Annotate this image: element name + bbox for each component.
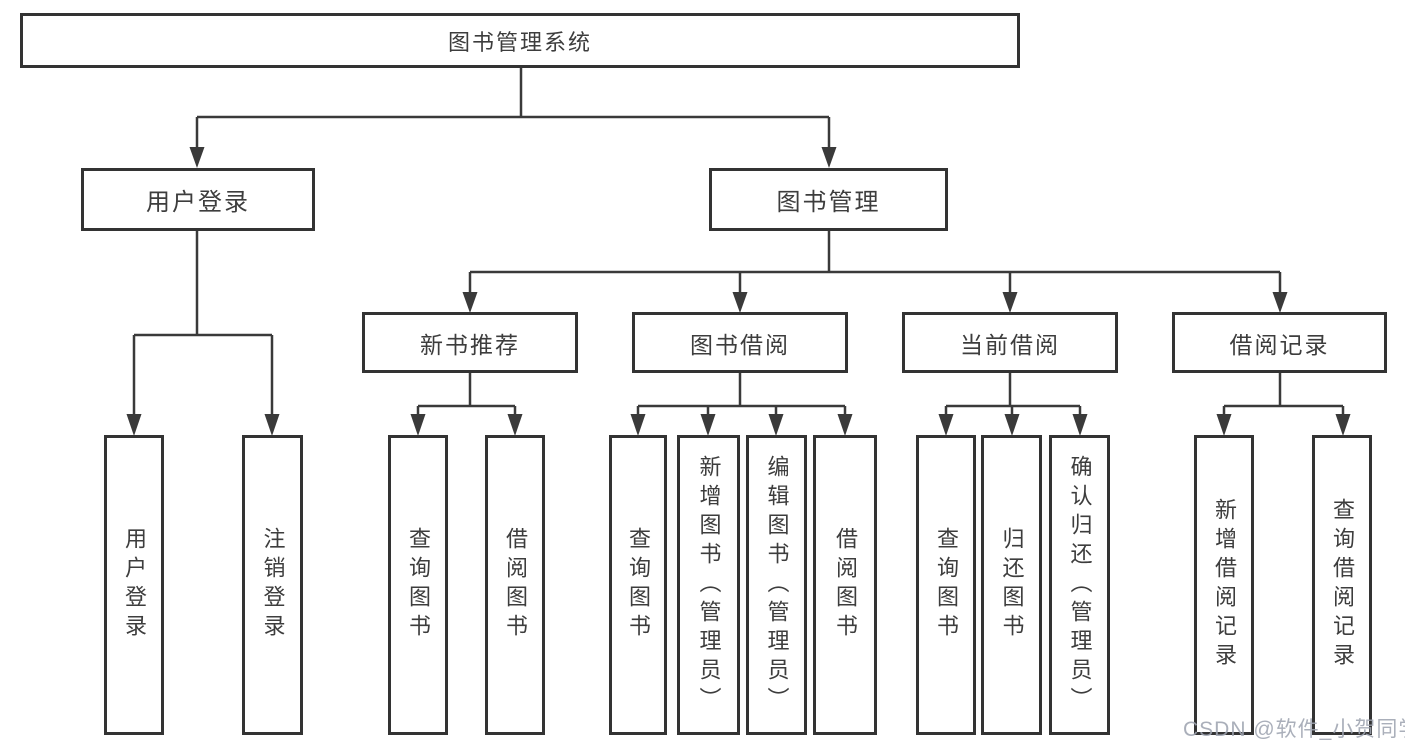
node-current-borrow-label: 当前借阅 <box>960 331 1060 358</box>
leaf-add-borrow-record-label: 新增借阅记录 <box>1212 498 1237 672</box>
node-book-management: 图书管理 <box>709 168 948 231</box>
arrowhead <box>1072 414 1088 436</box>
connector-borrow-record-children <box>1222 373 1345 417</box>
arrowheads <box>126 147 1351 436</box>
leaf-user-login-label: 用户登录 <box>122 527 147 643</box>
leaf-borrow-query-books: 查询图书 <box>609 435 667 735</box>
arrowhead <box>410 414 426 436</box>
arrowhead <box>1335 414 1351 436</box>
leaf-logout-label: 注销登录 <box>260 527 286 643</box>
arrowhead <box>630 414 646 436</box>
node-borrow-records-label: 借阅记录 <box>1229 331 1330 358</box>
arrowhead <box>732 292 748 313</box>
node-user-login-label: 用户登录 <box>146 189 250 216</box>
connector-root-to-level2 <box>195 68 831 150</box>
leaf-current-query-books: 查询图书 <box>916 435 976 735</box>
leaf-user-login: 用户登录 <box>104 435 164 735</box>
node-new-book-recommend: 新书推荐 <box>362 312 578 373</box>
node-book-borrow-label: 图书借阅 <box>690 331 790 358</box>
leaf-query-borrow-record-label: 查询借阅记录 <box>1330 498 1355 672</box>
leaf-add-books-admin: 新增图书（管理员） <box>677 435 740 735</box>
arrowhead <box>462 292 478 313</box>
leaf-return-books: 归还图书 <box>981 435 1042 735</box>
connector-new-book-rec-children <box>416 373 517 417</box>
connector-user-login-children <box>132 231 274 416</box>
leaf-recommend-borrow-books-label: 借阅图书 <box>503 527 528 643</box>
arrowhead <box>700 414 716 436</box>
leaf-logout: 注销登录 <box>242 435 303 735</box>
node-root: 图书管理系统 <box>20 13 1020 68</box>
leaf-add-borrow-record: 新增借阅记录 <box>1194 435 1254 735</box>
leaf-edit-books-admin: 编辑图书（管理员） <box>746 435 807 735</box>
arrowhead <box>938 414 954 436</box>
node-root-label: 图书管理系统 <box>447 29 592 55</box>
connector-book-borrow-children <box>636 373 847 417</box>
node-book-management-label: 图书管理 <box>776 189 881 216</box>
csdn-watermark: CSDN @软件_小贺同学 <box>1183 718 1405 741</box>
leaf-borrow-books: 借阅图书 <box>813 435 877 735</box>
node-book-borrow: 图书借阅 <box>632 312 848 373</box>
leaf-borrow-query-books-label: 查询图书 <box>626 527 651 643</box>
leaf-add-books-admin-label: 新增图书（管理员） <box>696 454 722 716</box>
arrowhead <box>126 414 142 436</box>
node-new-book-recommend-label: 新书推荐 <box>420 331 520 358</box>
arrowhead <box>1002 292 1018 313</box>
leaf-recommend-query-books-label: 查询图书 <box>406 527 431 643</box>
node-current-borrow: 当前借阅 <box>902 312 1118 373</box>
arrowhead <box>507 414 523 436</box>
leaf-borrow-books-label: 借阅图书 <box>833 527 858 643</box>
arrowhead <box>1272 292 1288 313</box>
leaf-query-borrow-record: 查询借阅记录 <box>1312 435 1372 735</box>
leaf-confirm-return-admin-label: 确认归还（管理员） <box>1067 454 1093 716</box>
arrowhead <box>264 414 280 436</box>
arrowhead <box>1216 414 1232 436</box>
leaf-recommend-query-books: 查询图书 <box>388 435 448 735</box>
node-user-login: 用户登录 <box>81 168 315 231</box>
node-borrow-records: 借阅记录 <box>1172 312 1387 373</box>
arrowhead <box>189 147 205 168</box>
leaf-edit-books-admin-label: 编辑图书（管理员） <box>764 454 790 716</box>
arrowhead <box>821 147 837 168</box>
leaf-recommend-borrow-books: 借阅图书 <box>485 435 545 735</box>
leaf-confirm-return-admin: 确认归还（管理员） <box>1049 435 1110 735</box>
connector-book-mgmt-to-level3 <box>468 231 1282 295</box>
leaf-current-query-books-label: 查询图书 <box>934 527 959 643</box>
arrowhead <box>1004 414 1020 436</box>
arrowhead <box>768 414 784 436</box>
arrowhead <box>837 414 853 436</box>
leaf-return-books-label: 归还图书 <box>999 527 1025 643</box>
connector-current-borrow-children <box>944 373 1082 417</box>
